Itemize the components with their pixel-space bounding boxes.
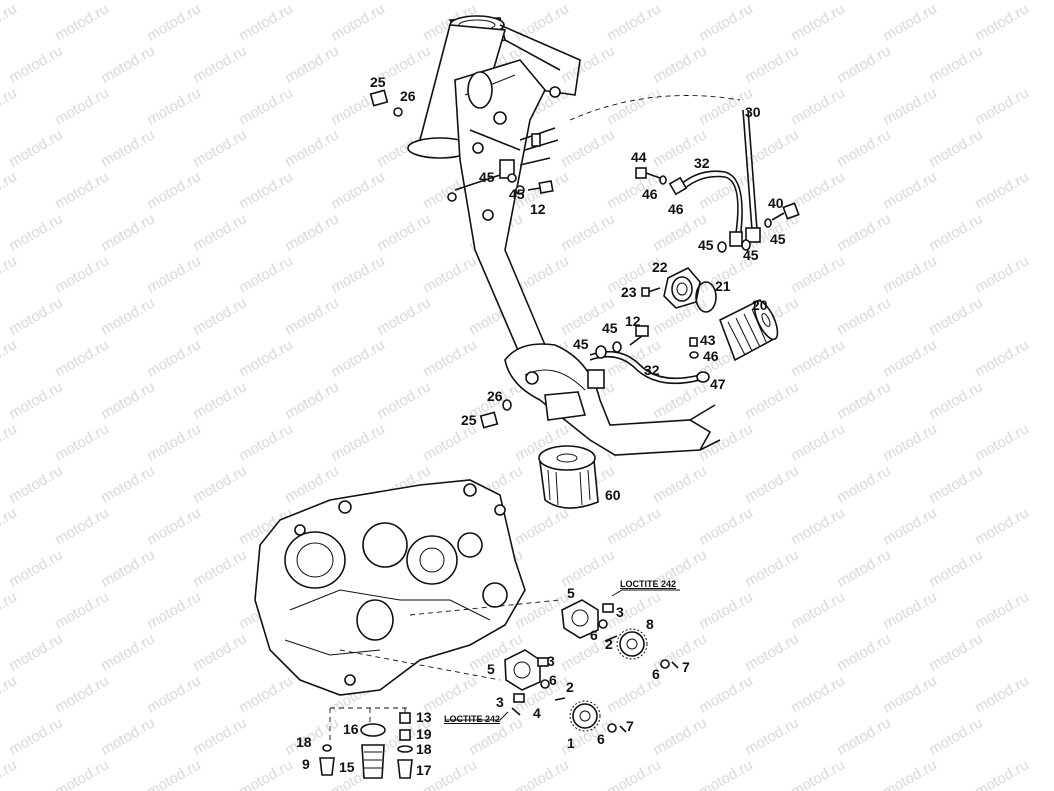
callout-26: 26 xyxy=(400,88,416,104)
callout-30: 30 xyxy=(745,104,761,120)
callout-45: 45 xyxy=(573,336,589,352)
callout-25: 25 xyxy=(461,412,477,428)
callout-1: 1 xyxy=(567,735,575,751)
callout-6: 6 xyxy=(590,627,598,643)
oil-line-lower-32 xyxy=(589,325,710,385)
loctite-leader-lower xyxy=(446,711,509,721)
callout-45: 45 xyxy=(479,169,495,185)
oil-pump-upper xyxy=(561,599,679,669)
drain-plug-lower-25 xyxy=(479,399,512,429)
loctite-leader-upper xyxy=(611,589,680,597)
callout-45: 45 xyxy=(698,237,714,253)
callout-46: 46 xyxy=(642,186,658,202)
callout-2: 2 xyxy=(566,679,574,695)
callout-32: 32 xyxy=(694,155,710,171)
callout-3: 3 xyxy=(616,604,624,620)
callout-3: 3 xyxy=(547,653,555,669)
dipstick-30 xyxy=(742,109,761,243)
drain-plug-upper-25 xyxy=(369,89,403,117)
callout-44: 44 xyxy=(631,149,647,165)
callout-18: 18 xyxy=(296,734,312,750)
callout-4: 4 xyxy=(533,705,541,721)
callout-16: 16 xyxy=(343,721,359,737)
callout-25: 25 xyxy=(370,74,386,90)
callout-8: 8 xyxy=(646,616,654,632)
callout-7: 7 xyxy=(626,718,634,734)
callout-47: 47 xyxy=(710,376,726,392)
callout-40: 40 xyxy=(768,195,784,211)
callout-5: 5 xyxy=(567,585,575,601)
filter-cover-22 xyxy=(641,267,717,313)
callout-20: 20 xyxy=(752,297,768,313)
oil-filter-60 xyxy=(538,445,599,509)
callout-46: 46 xyxy=(703,348,719,364)
frame-down-tube xyxy=(447,59,559,357)
callout-12: 12 xyxy=(530,201,546,217)
frame-lower-cradle xyxy=(504,343,721,456)
callout-15: 15 xyxy=(339,759,355,775)
callout-7: 7 xyxy=(682,659,690,675)
callout-6: 6 xyxy=(549,672,557,688)
callout-22: 22 xyxy=(652,259,668,275)
callout-18: 18 xyxy=(416,741,432,757)
bolt-12-upper xyxy=(507,173,554,195)
callout-45: 45 xyxy=(770,231,786,247)
callout-45: 45 xyxy=(743,247,759,263)
callout-17: 17 xyxy=(416,762,432,778)
callout-3: 3 xyxy=(496,694,504,710)
callout-6: 6 xyxy=(652,666,660,682)
callout-43: 43 xyxy=(700,332,716,348)
callout-21: 21 xyxy=(715,278,731,294)
callout-32: 32 xyxy=(644,362,660,378)
callout-60: 60 xyxy=(605,487,621,503)
callout-9: 9 xyxy=(302,756,310,772)
o-ring-21 xyxy=(695,281,717,313)
oil-line-upper-32 xyxy=(668,170,743,247)
callout-2: 2 xyxy=(605,636,613,652)
callout-19: 19 xyxy=(416,726,432,742)
banjo-bolt-44 xyxy=(635,167,667,185)
loctite-note-upper: LOCTITE 242 xyxy=(620,579,677,589)
callout-45: 45 xyxy=(509,186,525,202)
callout-6: 6 xyxy=(597,731,605,747)
filter-element-20 xyxy=(718,298,779,362)
loctite-note-lower: LOCTITE 242 xyxy=(444,714,501,724)
callout-23: 23 xyxy=(621,284,637,300)
dipstick-route-line xyxy=(569,95,741,121)
callout-12: 12 xyxy=(625,313,641,329)
callout-26: 26 xyxy=(487,388,503,404)
callout-45: 45 xyxy=(602,320,618,336)
callout-13: 13 xyxy=(416,709,432,725)
banjo-bolt-40 xyxy=(717,202,800,253)
strainer-group xyxy=(319,707,413,779)
crankcase-half xyxy=(254,479,561,696)
oil-pump-lower xyxy=(504,649,627,733)
callout-5: 5 xyxy=(487,661,495,677)
callout-46: 46 xyxy=(668,201,684,217)
